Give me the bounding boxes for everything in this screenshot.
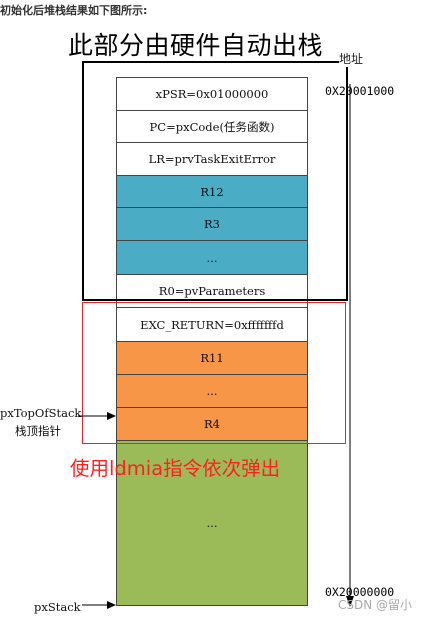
- top-of-stack-label: pxTopOfStack: [0, 406, 82, 420]
- top-of-stack-arrow: [78, 412, 116, 420]
- stack-base-arrow: [82, 601, 116, 609]
- hardware-unstack-title: 此部分由硬件自动出栈: [68, 31, 324, 60]
- address-axis: [346, 84, 354, 607]
- top-of-stack-label-cn: 栈顶指针: [15, 424, 61, 438]
- intro-text: 初始化后堆栈结果如下图所示:: [0, 4, 148, 17]
- ldmia-caption: 使用ldmia指令依次弹出: [70, 457, 281, 480]
- stack-cell-hw-ellipsis: ...: [116, 240, 308, 275]
- address-title: 地址: [339, 50, 364, 67]
- stack-base-label: pxStack: [34, 600, 81, 614]
- stack-cell-free: ...: [116, 440, 308, 606]
- address-bottom: 0X20000000: [325, 585, 395, 599]
- stack-cell-lr: LR=prvTaskExitError: [116, 142, 308, 176]
- stack-cell-r3: R3: [116, 207, 308, 241]
- stack-cell-xpsr: xPSR=0x01000000: [116, 77, 308, 111]
- stack-cell-exc-return: EXC_RETURN=0xfffffffd: [116, 307, 308, 342]
- hardware-unstack-frame: [82, 61, 348, 301]
- ldmia-unstack-frame: [82, 302, 346, 444]
- watermark: CSDN @留小: [338, 598, 413, 612]
- address-top: 0X20001000: [325, 84, 395, 98]
